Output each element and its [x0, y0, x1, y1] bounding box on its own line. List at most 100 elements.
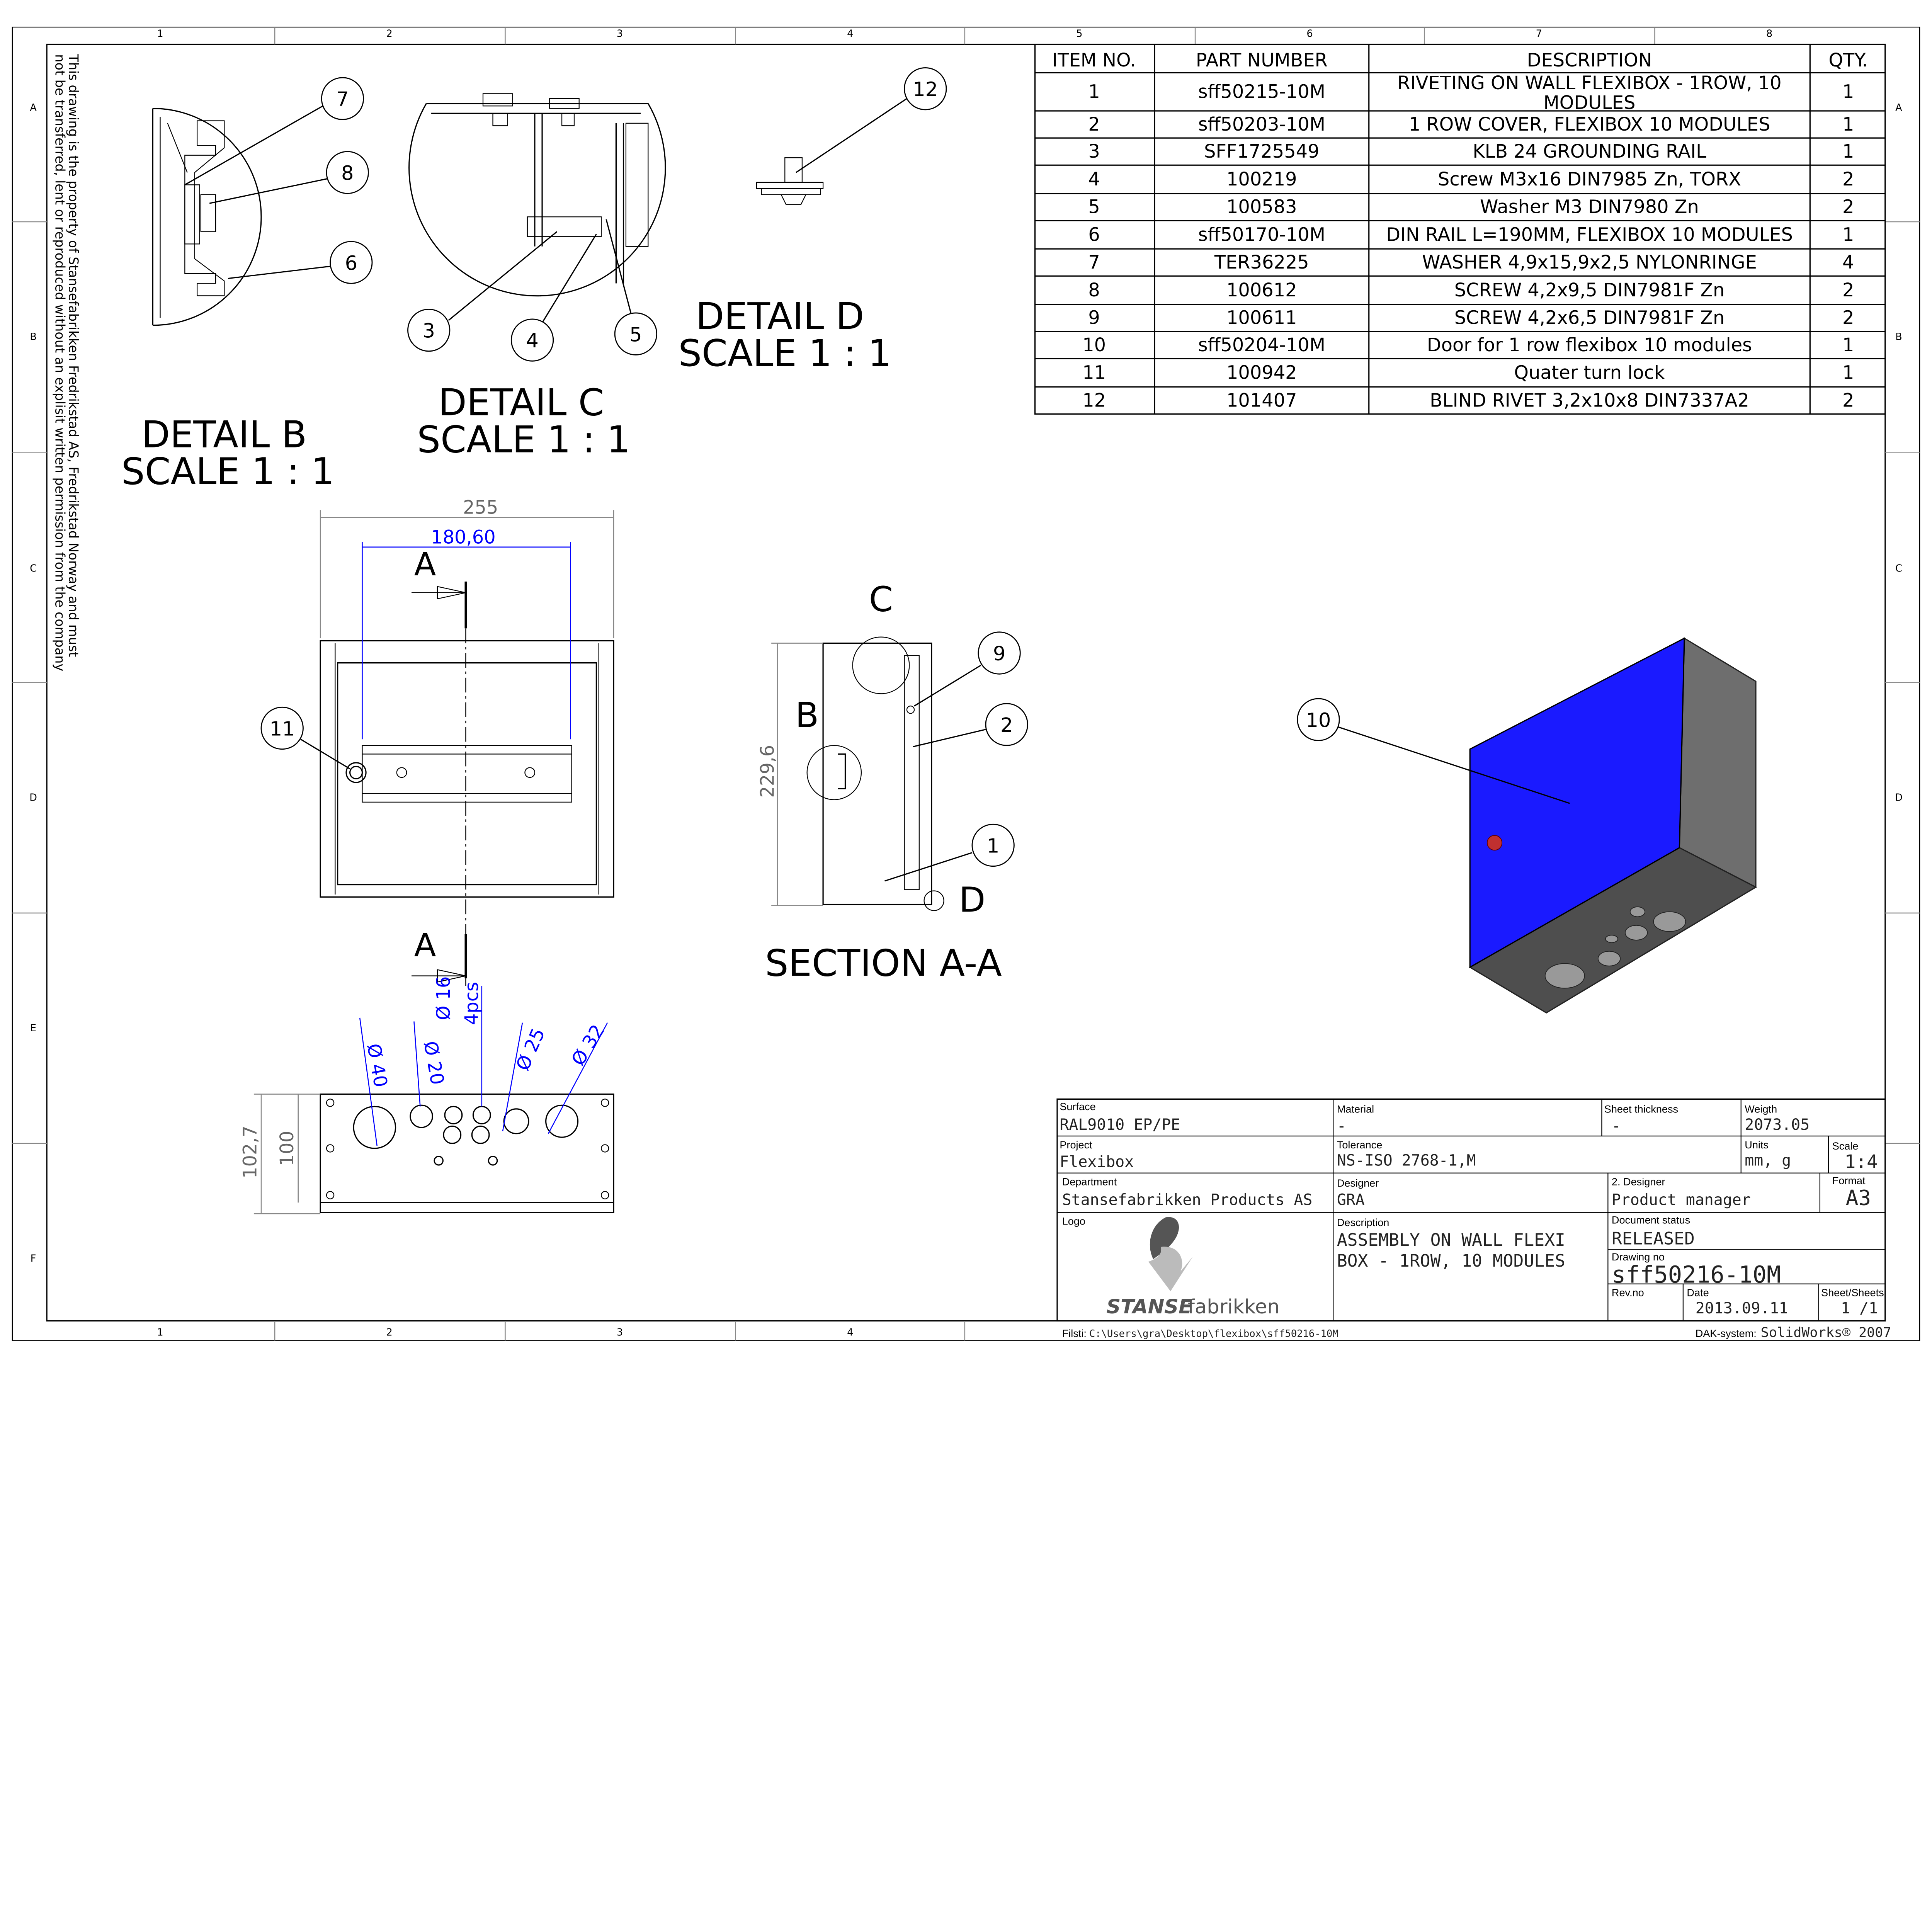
thickness-value: - [1612, 1117, 1621, 1135]
svg-text:7: 7 [336, 88, 349, 111]
balloon: 7 [321, 77, 364, 120]
date-value: 2013.09.11 [1696, 1299, 1788, 1317]
bom-cell-item: 11 [1082, 362, 1106, 384]
bom-header: ITEM NO. [1052, 50, 1136, 71]
detail-b [152, 108, 262, 326]
zone-col: 1 [157, 28, 163, 40]
bom-cell-desc: SCREW 4,2x9,5 DIN7981F Zn [1454, 280, 1725, 301]
hole-dim: Ø 32 [568, 1021, 609, 1070]
balloon: 8 [326, 151, 369, 194]
height-dimensions [253, 1094, 321, 1214]
bom-cell-desc: KLB 24 GROUNDING RAIL [1473, 141, 1706, 162]
detail-b-scale: SCALE 1 : 1 [121, 450, 335, 493]
units-value: mm, g [1745, 1152, 1791, 1170]
bom-cell-qty: 1 [1842, 114, 1854, 135]
weight-value: 2073.05 [1745, 1116, 1810, 1134]
tolerance-label: Tolerance [1337, 1139, 1382, 1151]
svg-text:12: 12 [913, 78, 938, 101]
bom-cell-qty: 4 [1842, 252, 1854, 273]
tolerance-value: NS-ISO 2768-1,M [1337, 1152, 1476, 1170]
bom-cell-part: 100219 [1226, 169, 1297, 190]
zone-markers [12, 27, 1920, 1341]
bom-cell-desc: Quater turn lock [1514, 362, 1665, 384]
bom-cell-item: 1 [1088, 82, 1100, 103]
front-view [320, 582, 614, 986]
bom-cell-item: 4 [1088, 169, 1100, 190]
detail-c-scale: SCALE 1 : 1 [417, 418, 630, 461]
rev-label: Rev.no [1612, 1287, 1644, 1299]
svg-text:5: 5 [629, 323, 642, 346]
outer-frame [12, 27, 1920, 1341]
department-value: Stansefabrikken Products AS [1062, 1191, 1313, 1209]
bom-cell-item: 6 [1088, 224, 1100, 245]
svg-text:9: 9 [993, 643, 1005, 665]
scale-label: Scale [1832, 1140, 1859, 1152]
bom-cell-part: sff50170-10M [1198, 224, 1325, 245]
dimension-180-60: 180,60 [362, 527, 571, 740]
zone-col: 4 [847, 28, 853, 40]
format-value: A3 [1846, 1186, 1871, 1210]
balloon: 11 [260, 706, 304, 750]
bom-cell-item: 9 [1088, 308, 1100, 329]
section-view [806, 636, 944, 911]
balloon: 10 [1297, 698, 1340, 741]
detail-c [408, 93, 666, 297]
svg-text:3: 3 [422, 320, 435, 343]
hole-dim: 4pcs [461, 982, 483, 1025]
svg-text:2: 2 [1000, 714, 1013, 737]
balloon: 5 [614, 312, 658, 355]
dim-100: 100 [277, 1131, 298, 1166]
section-label-a: A [414, 926, 436, 964]
zone-col: 4 [847, 1327, 853, 1338]
door-face [1469, 637, 1685, 968]
balloon: 9 [978, 631, 1021, 675]
scale-value: 1:4 [1845, 1151, 1878, 1173]
zone-col: 2 [386, 1327, 393, 1338]
units-label: Units [1745, 1139, 1769, 1151]
bom-cell-desc: 1 ROW COVER, FLEXIBOX 10 MODULES [1409, 114, 1770, 135]
logo-label: Logo [1062, 1215, 1085, 1227]
designer2-value: Product manager [1612, 1191, 1751, 1209]
bom-cell-qty: 1 [1842, 362, 1854, 384]
svg-text:1: 1 [987, 835, 999, 858]
bom-cell-desc: Door for 1 row flexibox 10 modules [1427, 335, 1752, 356]
detail-marker-b: B [795, 695, 819, 735]
bom-cell-desc: DIN RAIL L=190MM, FLEXIBOX 10 MODULES [1386, 224, 1793, 245]
balloon: 3 [407, 308, 451, 352]
zone-col: 3 [617, 28, 623, 40]
bom-cell-part: 100611 [1226, 308, 1297, 329]
company-logo: STANSE fabrikken [1107, 1217, 1280, 1318]
designer-label: Designer [1337, 1177, 1379, 1189]
bom-header: PART NUMBER [1196, 50, 1328, 71]
svg-text:STANSE: STANSE [1107, 1296, 1192, 1318]
zone-row: B [1895, 331, 1902, 343]
description-line: ASSEMBLY ON WALL FLEXI [1337, 1230, 1565, 1250]
bom-cell-qty: 1 [1842, 141, 1854, 162]
bom-cell-item: 8 [1088, 280, 1100, 301]
cad-system: SolidWorks® 2007 [1761, 1325, 1891, 1340]
bom-cell-qty: 1 [1842, 82, 1854, 103]
section-title: SECTION A-A [765, 942, 1002, 985]
sheet-value: 1 /1 [1841, 1299, 1878, 1317]
bom-cell-qty: 2 [1842, 308, 1854, 329]
section-label-a: A [414, 546, 436, 583]
detail-b-leaders [184, 105, 332, 279]
zone-col: 3 [617, 1327, 623, 1338]
material-value: - [1337, 1117, 1346, 1135]
surface-label: Surface [1060, 1100, 1095, 1112]
bom-cell-desc: BLIND RIVET 3,2x10x8 DIN7337A2 [1430, 390, 1749, 411]
zone-col: 2 [386, 28, 393, 40]
hole-dim: Ø 40 [362, 1042, 391, 1089]
bottom-view [320, 1094, 614, 1213]
material-label: Material [1337, 1103, 1374, 1115]
dim-102-7: 102,7 [240, 1126, 261, 1179]
svg-text:6: 6 [345, 252, 357, 275]
detail-marker-c: C [869, 580, 893, 620]
